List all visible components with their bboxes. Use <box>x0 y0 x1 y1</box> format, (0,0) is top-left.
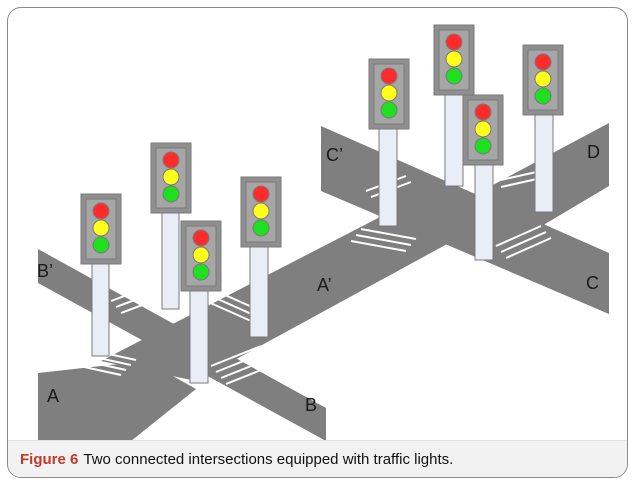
traffic-light <box>180 220 222 384</box>
traffic-light <box>522 44 564 213</box>
label-c-prime: C’ <box>326 145 343 165</box>
traffic-light <box>433 24 475 187</box>
label-b: B <box>305 395 317 415</box>
caption-label: Figure 6 <box>20 450 79 468</box>
road-a-to-intersection <box>38 361 196 441</box>
crosswalk <box>495 225 552 259</box>
intersections-diagram: A B B’ A’ C D C’ <box>37 24 609 441</box>
label-a: A <box>47 386 59 406</box>
traffic-light <box>150 142 192 310</box>
caption-text: Two connected intersections equipped wit… <box>83 450 454 468</box>
crosswalks <box>65 170 552 385</box>
label-d: D <box>587 142 600 162</box>
traffic-lights <box>80 24 564 384</box>
traffic-light <box>80 193 122 357</box>
road-d-to-intersection <box>416 123 609 259</box>
traffic-light <box>240 176 282 338</box>
label-b-prime: B’ <box>37 261 53 281</box>
crosswalk <box>350 228 417 252</box>
traffic-light <box>462 94 504 261</box>
label-a-prime: A’ <box>317 275 332 295</box>
figure-caption: Figure 6 Two connected intersections equ… <box>8 440 627 477</box>
figure-frame: A B B’ A’ C D C’ Figure 6 Two connected … <box>7 7 628 478</box>
traffic-light <box>368 58 410 227</box>
label-c: C <box>586 273 599 293</box>
crosswalk <box>110 285 162 314</box>
crosswalk <box>210 345 277 385</box>
